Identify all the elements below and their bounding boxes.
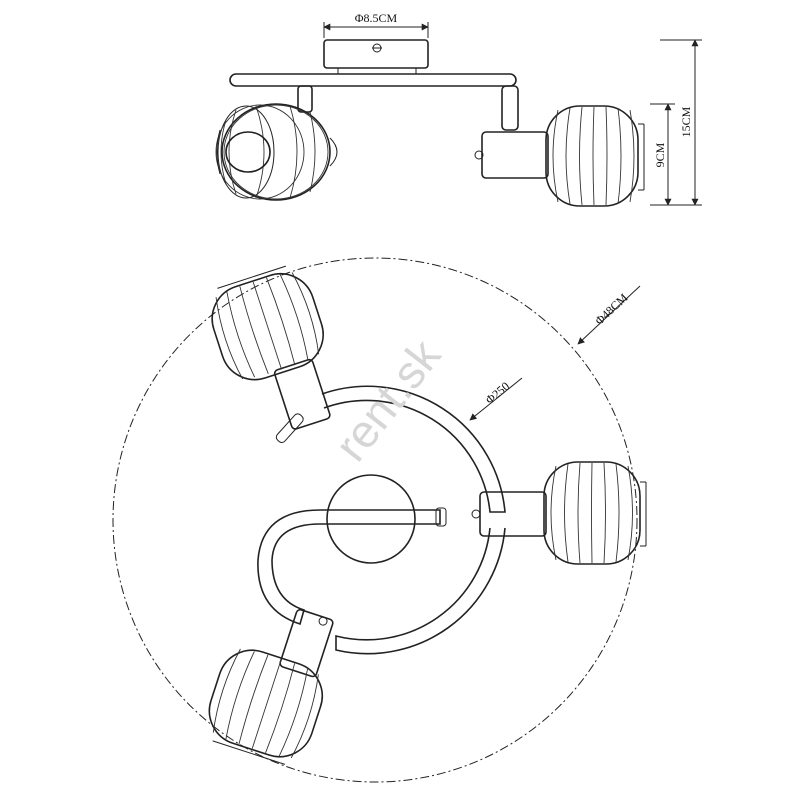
side-right-spot-holder [481, 131, 549, 179]
side-right-spot [545, 105, 645, 207]
shade-height-label: 9CM [653, 142, 667, 167]
plan-right-spot [471, 461, 647, 565]
ring-diameter-label: Φ250 [483, 379, 513, 407]
total-height-label: 15CM [679, 106, 693, 137]
canopy-diameter-dimension: Φ8.5CM [323, 11, 429, 38]
side-elevation-view: Φ8.5CM 15CM 9CM [215, 11, 702, 207]
watermark: rent.sk [324, 329, 451, 471]
spread-diameter-dimension: Φ48CM [577, 285, 641, 345]
ring-diameter-dimension: Φ250 [469, 377, 523, 421]
spread-diameter-label: Φ48CM [592, 290, 631, 327]
plan-lower-left-spot [208, 608, 334, 765]
side-left-spot [215, 103, 338, 201]
ring-arm [321, 385, 506, 513]
spread-circle [112, 257, 638, 783]
center-canopy [326, 474, 416, 564]
plan-upper-left-spot [211, 265, 331, 444]
top-plan-view: Φ48CM Φ250 [112, 257, 647, 783]
shade-height-dimension: 9CM [650, 103, 675, 206]
inner-arm [257, 509, 441, 626]
total-height-dimension: 15CM [660, 39, 702, 206]
canopy-diameter-label: Φ8.5CM [355, 11, 398, 25]
side-mounting-bar [229, 73, 517, 87]
